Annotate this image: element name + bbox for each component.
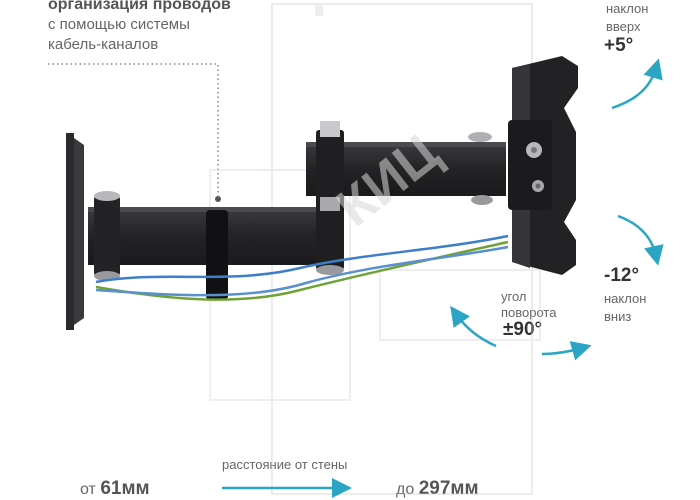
first-arm [88,191,342,300]
distance-from: от 61мм [80,478,150,500]
tilt-up-label-1: наклон [606,1,649,16]
cable-caption-title: организация проводов [48,0,231,13]
swivel-label-1: угол [501,289,527,304]
distance-label: расстояние от стены [222,457,348,472]
distance-from-value: 61мм [100,478,150,499]
tilt-up-value: +5° [604,35,634,56]
wall-plate [66,133,84,330]
swivel-value: ±90° [503,319,543,340]
caption-leader [48,63,221,202]
distance-to: до 297мм [396,478,479,500]
tilt-down-arrow-icon [617,214,664,266]
tilt-down-label-1: наклон [604,291,647,306]
cable-caption-line1: с помощью системы [48,16,190,33]
swivel-arrow-left-icon [450,305,497,348]
distance-from-prefix: от [80,481,96,498]
distance-to-value: 297мм [418,478,479,499]
cable-caption-line2: кабель-каналов [48,36,159,53]
tilt-up-label-2: вверх [606,19,641,34]
swivel-arrow-right-icon [541,341,592,361]
distance-to-prefix: до [396,481,415,498]
tilt-down-value: -12° [604,265,640,286]
tilt-up-arrow-icon [611,58,663,110]
tilt-down-label-2: вниз [604,309,632,324]
swivel-label-2: поворота [501,305,557,320]
cables [95,234,509,301]
second-arm [306,121,506,275]
vesa-head [508,56,578,275]
